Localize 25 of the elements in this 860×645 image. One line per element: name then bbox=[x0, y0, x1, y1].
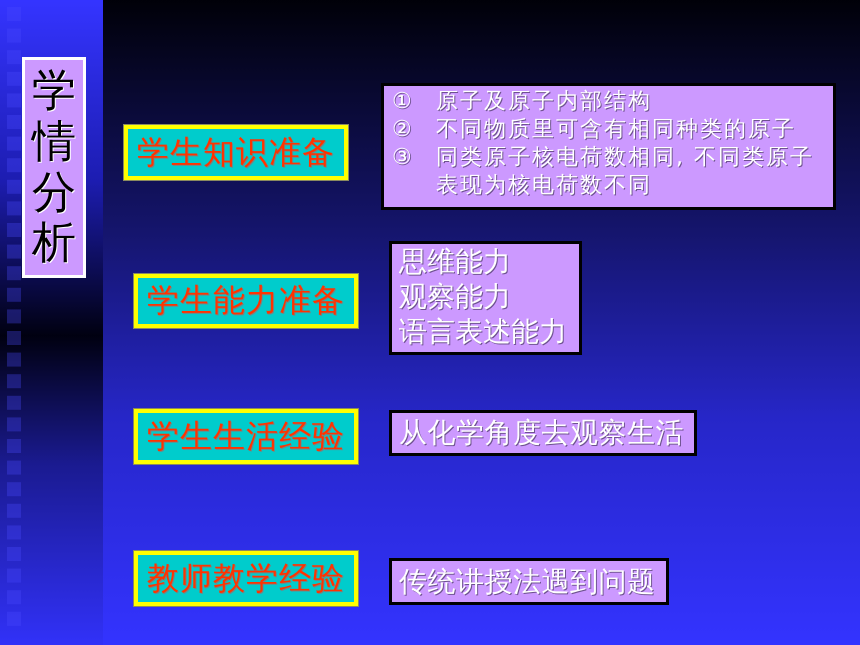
detail-box bbox=[389, 410, 697, 456]
category-box bbox=[134, 551, 358, 606]
detail-text: 传统讲授法遇到问题 bbox=[399, 564, 656, 598]
detail-text: 语言表述能力 bbox=[399, 314, 567, 349]
category-box bbox=[124, 125, 348, 180]
detail-text: 观察能力 bbox=[399, 279, 511, 314]
list-item-text: 不同物质里可含有相同种类的原子 bbox=[436, 116, 797, 144]
detail-box bbox=[381, 83, 836, 210]
list-number: ③ bbox=[392, 144, 415, 172]
list-item-text: 同类原子核电荷数相同, 不同类原子表现为核电荷数不同 bbox=[436, 144, 815, 200]
detail-box bbox=[389, 241, 582, 355]
title-text: 学情分析 bbox=[32, 66, 76, 269]
detail-text: 思维能力 bbox=[399, 244, 511, 279]
title-box bbox=[22, 57, 86, 278]
category-label: 学生能力准备 bbox=[147, 283, 345, 319]
category-box bbox=[134, 274, 358, 328]
list-number: ② bbox=[392, 116, 415, 144]
detail-text: 从化学角度去观察生活 bbox=[399, 416, 684, 450]
category-box bbox=[134, 409, 358, 464]
list-item-text: 原子及原子内部结构 bbox=[436, 88, 653, 116]
detail-box bbox=[389, 558, 669, 605]
category-label: 教师教学经验 bbox=[147, 560, 345, 596]
category-label: 学生知识准备 bbox=[137, 134, 335, 170]
list-number: ① bbox=[392, 88, 415, 116]
category-label: 学生生活经验 bbox=[147, 418, 345, 454]
